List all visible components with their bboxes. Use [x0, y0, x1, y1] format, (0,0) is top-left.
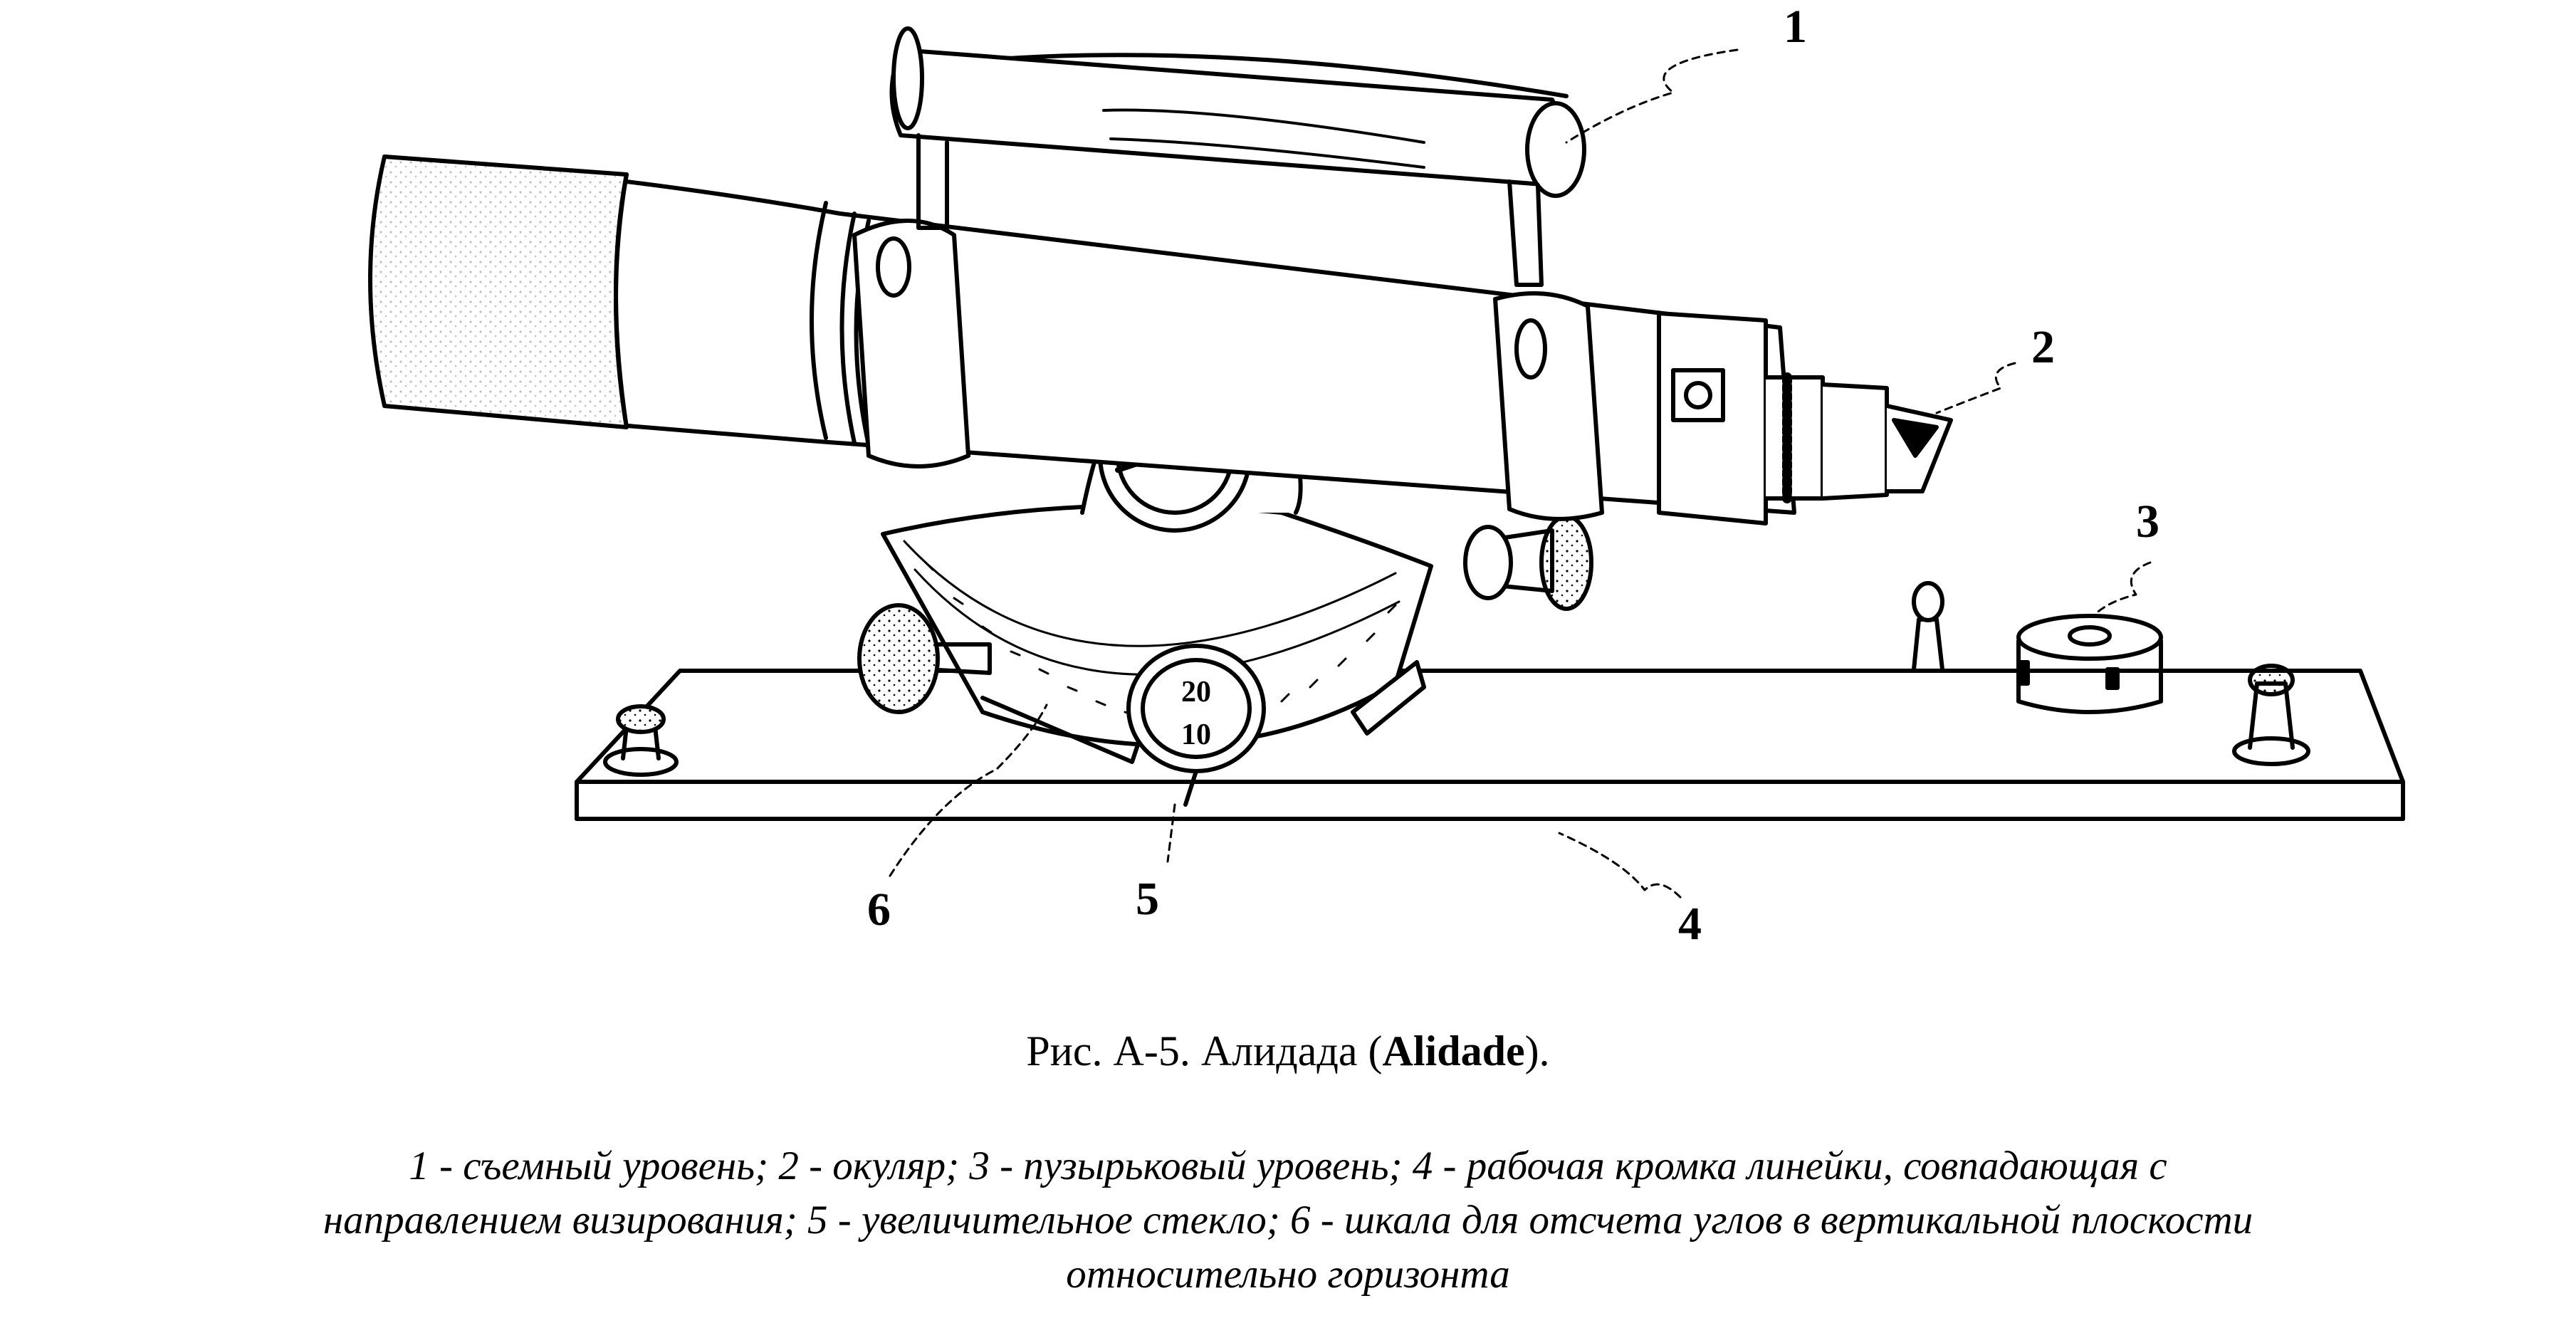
legend-line-1: 1 - съемный уровень; 2 - окуляр; 3 - пуз…: [409, 1144, 2167, 1188]
figure-caption: Рис. А-5. Алидада (Alidade).: [0, 1025, 2576, 1077]
ruler-plate: [575, 669, 2405, 821]
dial-number-top: 20: [1181, 676, 1211, 708]
callout-3: 3: [2136, 496, 2159, 548]
magnifier-dial[interactable]: [1126, 644, 1266, 807]
tube-clamps: [852, 219, 1604, 521]
focus-knob: [1463, 514, 1593, 611]
callout-5: 5: [1136, 873, 1159, 925]
telescope-tube: [368, 155, 1953, 525]
sight-pin: [1912, 581, 1944, 671]
callout-6: 6: [867, 884, 891, 936]
left-tangent-screw: [857, 603, 992, 714]
legend-line-2: направлением визирования; 5 - увеличител…: [323, 1197, 2253, 1243]
bubble-level: [2016, 614, 2163, 714]
removable-level: [889, 26, 1586, 287]
callout-2: 2: [2031, 321, 2055, 373]
left-mount-post: [603, 704, 679, 777]
leader-lines: [889, 48, 2152, 899]
callout-4: 4: [1678, 898, 1702, 950]
caption-latin-name: Alidade: [1382, 1027, 1525, 1074]
dial-number-bottom: 10: [1181, 718, 1211, 751]
callout-1: 1: [1784, 1, 1807, 53]
caption-suffix: ).: [1524, 1027, 1550, 1074]
legend-line-3: относительно горизонта: [1066, 1251, 1510, 1297]
caption-prefix: Рис. А-5. Алидада (: [1026, 1027, 1383, 1074]
figure-legend: 1 - съемный уровень; 2 - окуляр; 3 - пуз…: [28, 1139, 2548, 1301]
alidade-drawing: 20 10: [368, 26, 2405, 899]
right-mount-post: [2232, 664, 2310, 766]
